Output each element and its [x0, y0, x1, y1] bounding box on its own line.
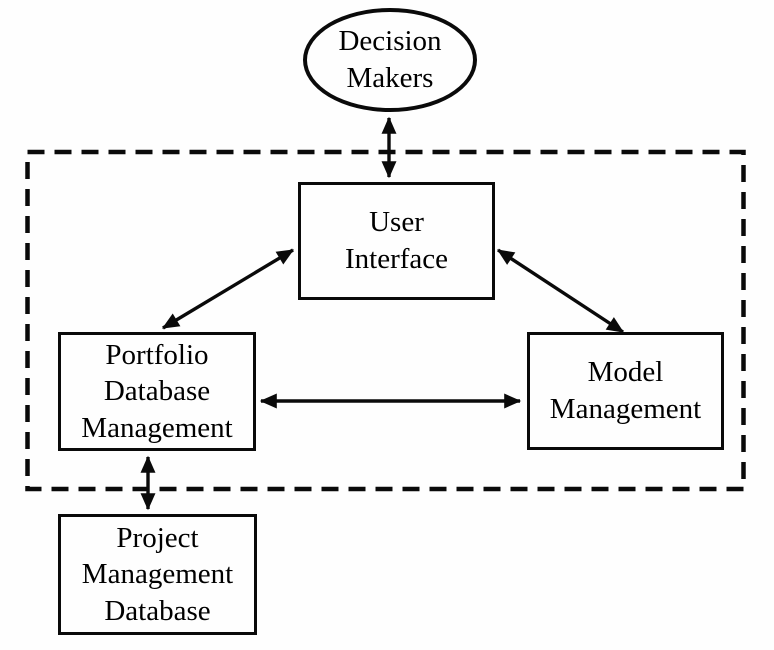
node-project-management-database: Project Management Database: [58, 514, 257, 635]
node-user-interface-label: User Interface: [344, 206, 448, 275]
node-model-management-label: Model Management: [549, 356, 702, 425]
arrow-user-interface-model-management: [497, 248, 624, 334]
node-portfolio-database-management: Portfolio Database Management: [58, 332, 256, 451]
arrow-user-interface-portfolio-database: [161, 248, 295, 330]
node-project-management-database-label: Project Management Database: [81, 521, 234, 627]
node-model-management: Model Management: [527, 332, 724, 450]
node-decision-makers: Decision Makers: [303, 8, 477, 112]
node-user-interface: User Interface: [298, 182, 495, 300]
node-portfolio-database-management-label: Portfolio Database Management: [81, 338, 233, 444]
node-decision-makers-label: Decision Makers: [338, 25, 442, 94]
